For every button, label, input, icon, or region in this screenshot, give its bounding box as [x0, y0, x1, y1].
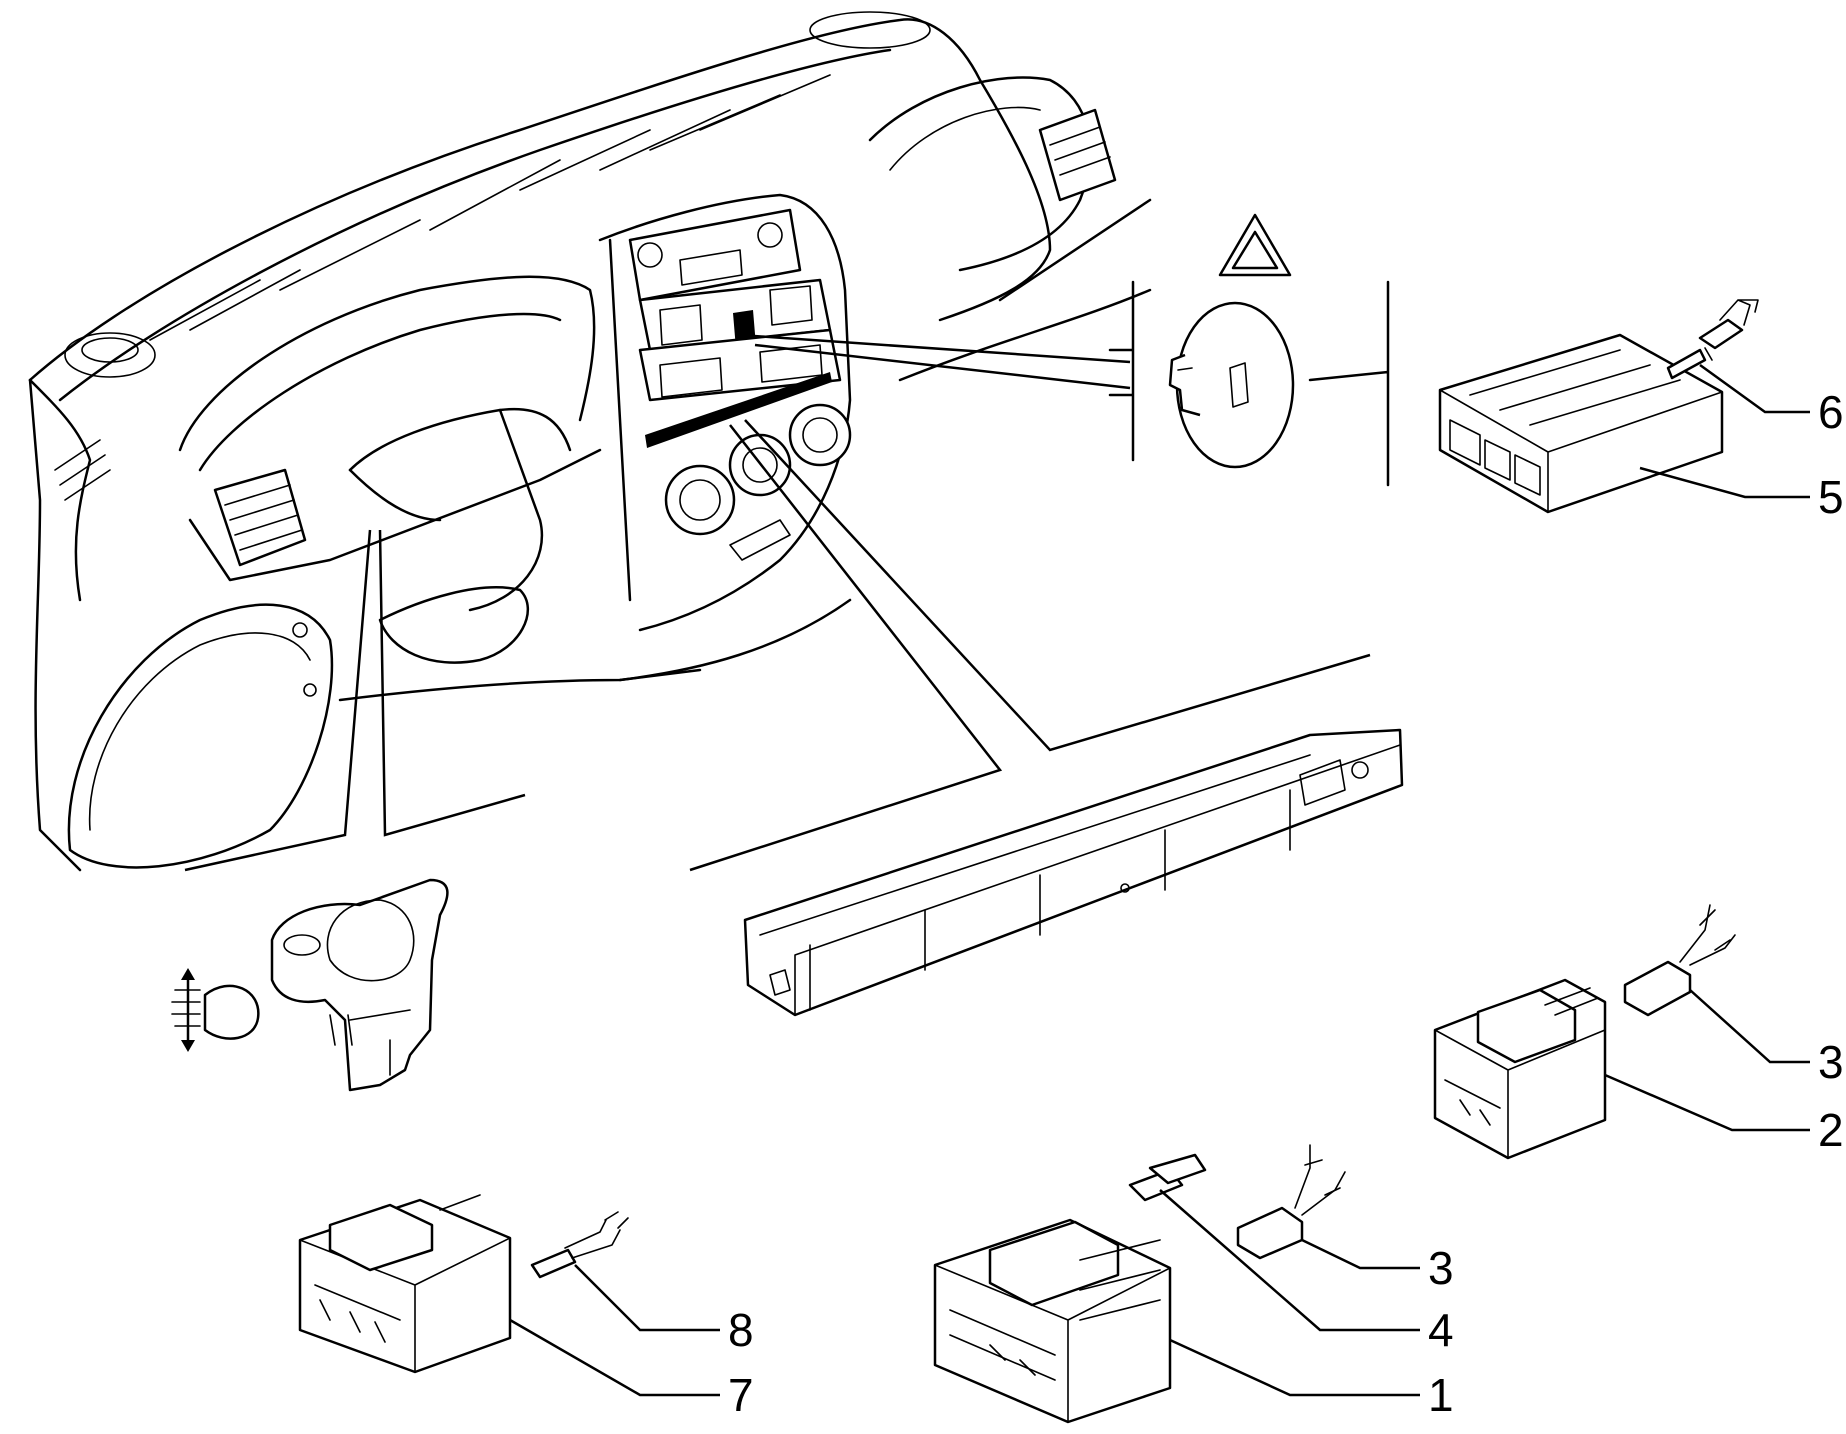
hazard-switch: [1168, 301, 1295, 469]
callout-5: 5: [1818, 471, 1844, 523]
leader-4: [1159, 1189, 1420, 1332]
callout-6: 6: [1818, 386, 1844, 438]
terminal-3-lower: [1236, 1144, 1346, 1260]
leader-3a: [1689, 989, 1810, 1064]
callout-4: 4: [1428, 1304, 1454, 1356]
terminal-4: [1128, 1153, 1207, 1202]
callout-2: 2: [1818, 1104, 1844, 1156]
hazard-switch-group: [1108, 213, 1390, 487]
callout-8: 8: [728, 1304, 754, 1356]
connector-1: [933, 1218, 1172, 1424]
callout-3-upper: 3: [1818, 1036, 1844, 1088]
switch-panel-location-marker: [645, 372, 832, 448]
headlamp-leveling-switch: [270, 878, 449, 1092]
terminal-3-upper: [1623, 904, 1736, 1017]
leader-hazard-lower: [754, 343, 1131, 390]
hazard-warning-triangle-icon: [1218, 213, 1292, 277]
leader-panel-right: [744, 419, 1371, 752]
leader-8: [574, 1264, 720, 1332]
callout-7: 7: [728, 1369, 754, 1421]
leader-1: [1169, 1338, 1420, 1397]
dashboard-assembly: [28, 11, 1152, 872]
leader-switch-left: [184, 529, 372, 872]
leader-5: [1639, 466, 1810, 499]
callout-1: 1: [1428, 1369, 1454, 1421]
connector-5: [1438, 333, 1724, 514]
callout-3-lower: 3: [1428, 1242, 1454, 1294]
leader-6: [1699, 363, 1810, 414]
leader-7: [509, 1318, 720, 1397]
leader-panel-left: [689, 424, 1003, 872]
leader-3b: [1301, 1238, 1420, 1270]
switch-panel: [743, 728, 1404, 1017]
bracket-right: [1308, 280, 1390, 487]
leader-hazard-upper: [739, 333, 1131, 364]
terminal-8: [530, 1211, 629, 1279]
headlamp-leveling-icon: [171, 968, 260, 1052]
bracket-left: [1108, 280, 1135, 462]
leader-switch-right: [378, 529, 526, 837]
connector-2: [1433, 978, 1607, 1160]
terminal-6: [1666, 299, 1759, 380]
leader-2: [1604, 1073, 1810, 1132]
connector-7: [298, 1194, 512, 1374]
